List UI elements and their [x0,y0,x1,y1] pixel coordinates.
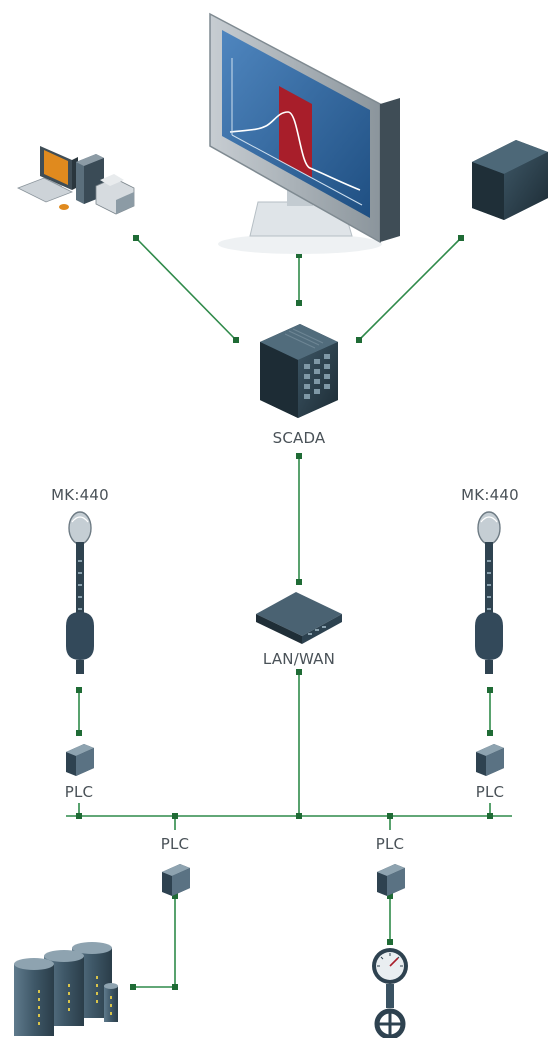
scada-label: SCADA [272,429,326,447]
antenna-icon [475,511,503,674]
router-icon [256,592,342,644]
rack-server-icon [260,324,338,418]
plc-module-icon [162,864,190,896]
plc-left-label: PLC [64,783,94,801]
server-icon [472,140,548,220]
mk440-left-label: MK:440 [51,486,109,504]
plc-module-icon [476,744,504,776]
monitor-icon [209,12,400,254]
storage-tanks-icon [14,942,118,1036]
plc-right-label: PLC [475,783,505,801]
plc-module-icon [66,744,94,776]
workstation-icon [17,146,135,215]
plc-module-icon [377,864,405,896]
mk440-right-label: MK:440 [461,486,519,504]
plc-mid-right-label: PLC [375,835,405,853]
lan-wan-label: LAN/WAN [262,650,336,668]
plc-mid-left-label: PLC [160,835,190,853]
antenna-icon [66,511,94,674]
gauge-valve-icon [372,948,408,1038]
connection-nodes [76,235,493,990]
